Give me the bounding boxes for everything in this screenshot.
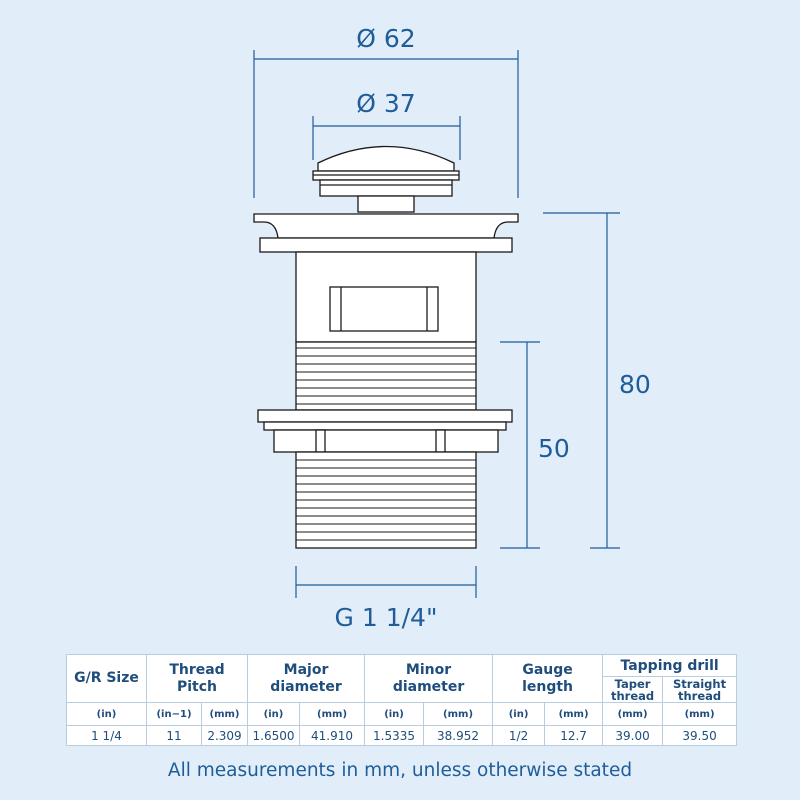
header-tapping-drill: Tapping drill	[602, 654, 738, 677]
header-straight-thread: Straight thread	[662, 676, 738, 703]
unit-cell: (mm)	[423, 702, 494, 726]
unit-cell: (in−1)	[146, 702, 202, 726]
lock-nut-top	[257, 409, 513, 423]
value-cell: 1.5335	[364, 725, 425, 746]
table-values-row: 1 1/4 11 2.309 1.6500 41.910 1.5335 38.9…	[66, 725, 738, 746]
unit-cell: (in)	[492, 702, 546, 726]
unit-cell: (in)	[247, 702, 301, 726]
header-thread-pitch: Thread Pitch	[145, 654, 249, 703]
value-cell: 39.50	[662, 725, 738, 746]
value-cell: 39.00	[602, 725, 664, 746]
header-minor-line1: Minor	[405, 661, 452, 678]
unit-cell: (mm)	[299, 702, 366, 726]
header-major-line2: diameter	[270, 678, 342, 695]
footer-note: All measurements in mm, unless otherwise…	[167, 760, 633, 781]
cap-lower-flange	[319, 179, 453, 197]
header-gauge-line1: Gauge	[522, 661, 573, 678]
unit-cell: (in)	[364, 702, 425, 726]
value-cell: 2.309	[200, 725, 249, 746]
value-cell: 1 1/4	[66, 725, 147, 746]
table-header-row: G/R Size Thread Pitch Major diameter Min…	[66, 654, 738, 703]
header-taper-thread: Taper thread	[602, 676, 664, 703]
overflow-slot	[329, 286, 439, 332]
header-taper-line2: thread	[610, 688, 655, 703]
washer-tab-left	[315, 429, 326, 453]
header-gr-size: G/R Size	[66, 654, 147, 703]
lower-thread-lines	[296, 459, 476, 541]
unit-cell: (mm)	[662, 702, 738, 726]
value-cell: 1.6500	[247, 725, 301, 746]
unit-cell: (mm)	[602, 702, 664, 726]
dim-outer-diameter-label: Ø 62	[356, 24, 415, 53]
unit-cell: (in)	[66, 702, 147, 726]
technical-drawing: Ø 62 Ø 37 80 50 G 1 1/4"	[253, 24, 651, 632]
header-taper-line1: Taper	[614, 676, 651, 691]
header-thread-pitch-line1: Thread	[169, 661, 225, 678]
upper-thread-lines	[296, 347, 476, 405]
header-gauge-line2: length	[522, 678, 574, 695]
dim-total-height-label: 80	[619, 370, 651, 399]
lock-nut-mid	[263, 421, 507, 431]
header-gauge-length: Gauge length	[492, 654, 604, 703]
dim-thread-size-label: G 1 1/4"	[335, 603, 438, 632]
header-minor-diameter: Minor diameter	[364, 654, 494, 703]
unit-cell: (mm)	[544, 702, 604, 726]
value-cell: 11	[146, 725, 202, 746]
header-minor-line2: diameter	[392, 678, 465, 695]
top-flange	[253, 213, 519, 239]
waste-plug-outline	[253, 145, 519, 549]
thread-spec-table: G/R Size Thread Pitch Major diameter Min…	[66, 654, 738, 746]
value-cell: 38.952	[423, 725, 494, 746]
header-major-line1: Major	[283, 661, 329, 678]
flange-plate	[259, 237, 513, 253]
table-units-row: (in) (in−1) (mm) (in) (mm) (in) (mm) (in…	[66, 702, 738, 726]
table-subheader-row: Taper thread Straight thread	[67, 676, 738, 703]
value-cell: 41.910	[299, 725, 366, 746]
dim-cap-diameter-label: Ø 37	[356, 89, 415, 118]
upper-thread-body	[295, 341, 477, 411]
cap-dome	[317, 145, 455, 172]
dim-thread-height-label: 50	[538, 434, 570, 463]
header-straight-line1: Straight	[673, 676, 727, 691]
stem	[357, 195, 415, 213]
unit-cell: (mm)	[200, 702, 249, 726]
dimension-lines	[253, 50, 620, 598]
value-cell: 1/2	[492, 725, 546, 746]
header-thread-pitch-line2: Pitch	[176, 678, 218, 695]
washer-tab-right	[435, 429, 446, 453]
washer	[273, 429, 499, 453]
header-straight-line2: thread	[677, 688, 722, 703]
value-cell: 12.7	[544, 725, 604, 746]
header-major-diameter: Major diameter	[247, 654, 366, 703]
